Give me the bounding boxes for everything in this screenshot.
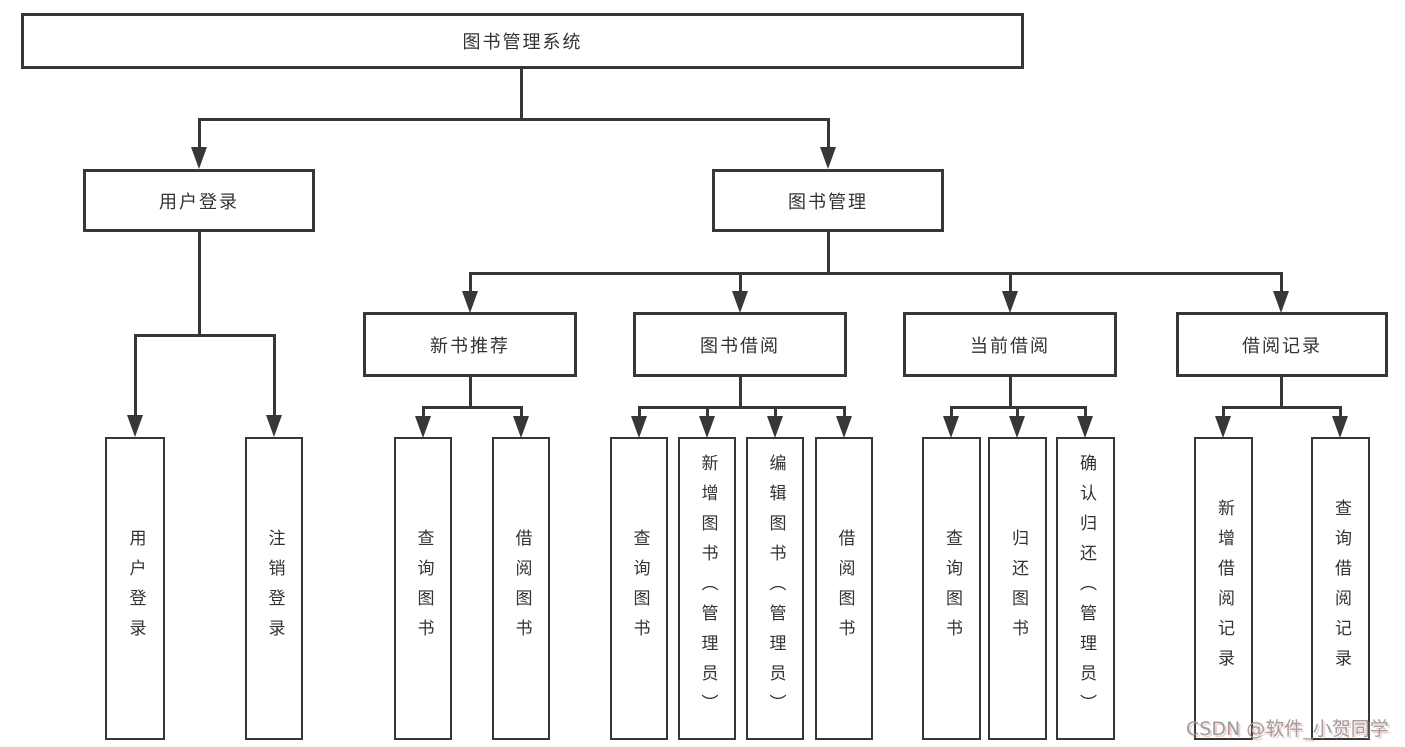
arrow-down-icon [1273,291,1289,313]
connector-to-user-login [198,118,201,148]
arrow-down-icon [1077,416,1093,438]
leaf-logout: 注销登录 [245,437,303,740]
arrow-down-icon [631,416,647,438]
leaf-logout-label: 注销登录 [264,528,285,649]
node-new-book-recommendation-label: 新书推荐 [430,335,510,357]
leaf-confirm-return-admin: 确认归还（管理员） [1056,437,1115,740]
arrow-down-icon [513,416,529,438]
connector-to-leaf [1339,406,1342,418]
arrow-down-icon [767,416,783,438]
node-current-borrowing-label: 当前借阅 [970,335,1050,357]
node-library-management-system-label: 图书管理系统 [462,32,583,53]
leaf-borrow-books-label: 借阅图书 [834,528,855,649]
arrow-down-icon [266,415,282,437]
node-book-borrowing: 图书借阅 [633,312,847,377]
connector-to-new-book-recommendation [469,272,472,292]
node-borrowing-records: 借阅记录 [1176,312,1388,377]
connector-root-trunk [520,68,523,120]
arrow-down-icon [1332,416,1348,438]
connector-current-borrowing-trunk [1009,374,1012,409]
connector-to-leaf [950,406,953,418]
leaf-user-login: 用户登录 [105,437,165,740]
leaf-user-login-label: 用户登录 [125,528,146,649]
leaf-query-borrow-record-label: 查询借阅记录 [1331,498,1351,679]
arrow-down-icon [732,291,748,313]
connector-to-leaf [1016,406,1019,418]
connector-to-leaf [422,406,425,418]
arrow-down-icon [1215,416,1231,438]
node-current-borrowing: 当前借阅 [903,312,1117,377]
leaf-query-books-current: 查询图书 [922,437,981,740]
connector-to-leaf [1084,406,1087,418]
leaf-borrow-books: 借阅图书 [815,437,873,740]
leaf-edit-book-admin-label: 编辑图书（管理员） [765,453,786,724]
connector-to-current-borrowing [1009,272,1012,292]
connector-user-login-trunk [198,230,201,336]
leaf-add-book-admin-label: 新增图书（管理员） [697,453,718,724]
leaf-confirm-return-admin-label: 确认归还（管理员） [1076,453,1096,724]
node-user-login: 用户登录 [83,169,315,232]
connector-to-leaf [843,406,846,418]
node-user-login-label: 用户登录 [159,191,239,213]
csdn-watermark: CSDN @软件_小贺同学 [1186,718,1389,740]
connector-book-management-trunk [827,230,830,275]
leaf-borrow-books-recommend: 借阅图书 [492,437,550,740]
connector-to-book-borrowing [739,272,742,292]
leaf-query-books-borrowing-label: 查询图书 [629,528,650,649]
leaf-borrow-books-recommend-label: 借阅图书 [511,528,532,649]
arrow-down-icon [943,416,959,438]
node-book-management: 图书管理 [712,169,944,232]
connector-to-leaf [520,406,523,418]
connector-to-leaf-user-login [134,334,137,416]
arrow-down-icon [127,415,143,437]
connector-book-borrowing-split [638,406,846,409]
connector-to-book-management [827,118,830,148]
arrow-down-icon [462,291,478,313]
leaf-query-books-recommend-label: 查询图书 [413,528,434,649]
connector-borrowing-records-trunk [1280,374,1283,409]
node-library-management-system: 图书管理系统 [21,13,1024,69]
arrow-down-icon [820,147,836,169]
arrow-down-icon [191,147,207,169]
node-borrowing-records-label: 借阅记录 [1242,335,1322,357]
leaf-edit-book-admin: 编辑图书（管理员） [746,437,804,740]
connector-book-borrowing-trunk [739,374,742,409]
leaf-add-borrow-record-label: 新增借阅记录 [1214,498,1234,679]
leaf-add-borrow-record: 新增借阅记录 [1194,437,1253,740]
connector-new-book-split [422,406,523,409]
leaf-query-borrow-record: 查询借阅记录 [1311,437,1370,740]
leaf-add-book-admin: 新增图书（管理员） [678,437,736,740]
connector-user-login-split [134,334,276,337]
connector-borrowing-records-split [1222,406,1341,409]
arrow-down-icon [699,416,715,438]
connector-to-leaf-logout [273,334,276,416]
connector-to-borrowing-records [1280,272,1283,292]
node-new-book-recommendation: 新书推荐 [363,312,577,377]
connector-to-leaf [706,406,709,418]
connector-new-book-trunk [469,374,472,409]
leaf-query-books-current-label: 查询图书 [942,528,962,649]
connector-to-leaf [638,406,641,418]
connector-to-leaf [774,406,777,418]
leaf-query-books-borrowing: 查询图书 [610,437,668,740]
connector-level3-split [469,272,1283,275]
leaf-return-books: 归还图书 [988,437,1047,740]
arrow-down-icon [836,416,852,438]
leaf-return-books-label: 归还图书 [1008,528,1028,649]
node-book-borrowing-label: 图书借阅 [700,335,780,357]
connector-to-leaf [1222,406,1225,418]
connector-level1-split [198,118,830,121]
arrow-down-icon [1002,291,1018,313]
arrow-down-icon [1009,416,1025,438]
leaf-query-books-recommend: 查询图书 [394,437,452,740]
arrow-down-icon [415,416,431,438]
node-book-management-label: 图书管理 [788,191,868,213]
